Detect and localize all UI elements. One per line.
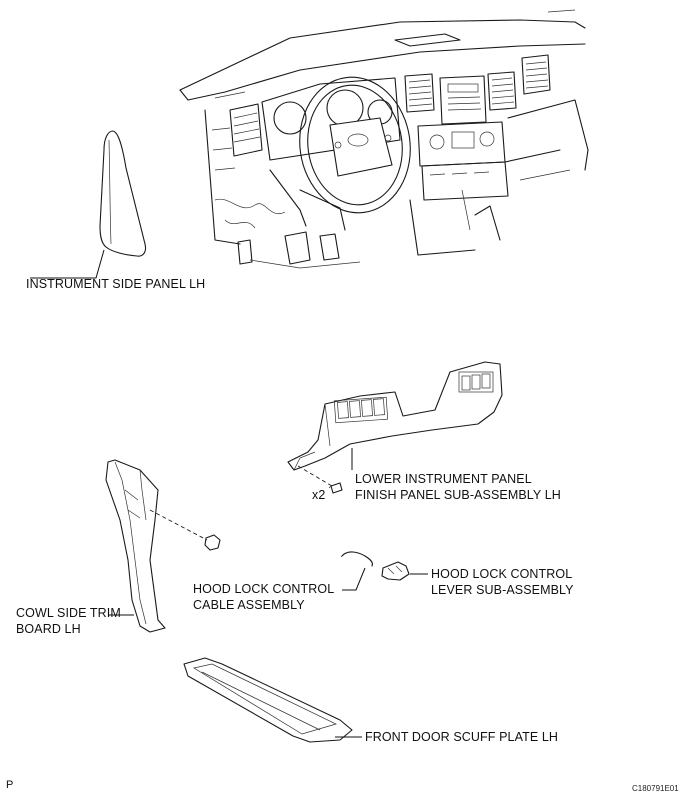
dashboard-illustration (179, 9, 589, 269)
label-scuff-plate: FRONT DOOR SCUFF PLATE LH (365, 730, 559, 744)
cable-leader (342, 567, 366, 591)
instrument-side-panel-leader (30, 249, 105, 279)
label-cable-line2: CABLE ASSEMBLY (193, 598, 305, 612)
label-cowl-line2: BOARD LH (16, 622, 81, 636)
label-lower-panel-line1: LOWER INSTRUMENT PANEL (355, 472, 532, 486)
cowl-side-trim-board (105, 459, 166, 633)
hood-lock-cable (340, 551, 373, 567)
footer-left-mark: P (6, 779, 14, 791)
clip-dash-line (149, 509, 208, 541)
instrument-side-panel (99, 130, 147, 257)
label-quantity: x2 (312, 488, 326, 502)
label-lever-line2: LEVER SUB-ASSEMBLY (431, 583, 574, 597)
figure-code: C180791E01 (632, 784, 679, 793)
front-door-scuff-plate (183, 657, 353, 743)
label-lever-line1: HOOD LOCK CONTROL (431, 567, 573, 581)
label-cowl-line1: COWL SIDE TRIM (16, 606, 121, 620)
hood-lock-lever (381, 561, 410, 581)
label-lower-panel-line2: FINISH PANEL SUB-ASSEMBLY LH (355, 488, 561, 502)
clip (204, 534, 221, 551)
label-instrument-side-panel: INSTRUMENT SIDE PANEL LH (26, 277, 206, 291)
label-cable-line1: HOOD LOCK CONTROL (193, 582, 335, 596)
screw-dash-line (297, 465, 333, 487)
screw (328, 482, 343, 494)
lower-finish-panel (287, 361, 503, 471)
